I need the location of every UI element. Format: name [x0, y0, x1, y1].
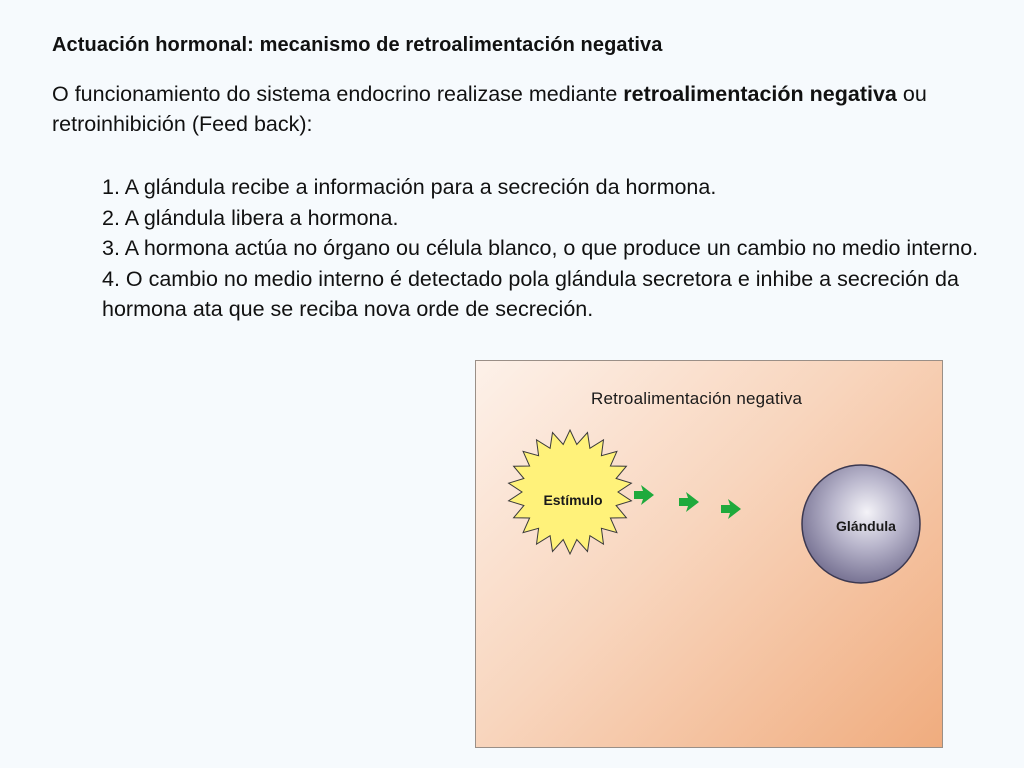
arrow-right-icon [721, 499, 741, 519]
feedback-diagram: Retroalimentación negativa Estímulo [475, 360, 943, 748]
step-item: 2. A glándula libera a hormona. [102, 205, 399, 230]
step-item: 4. O cambio no medio interno é detectado… [102, 266, 959, 322]
diagram-title: Retroalimentación negativa [591, 389, 803, 408]
step-item: 3. A hormona actúa no órgano ou célula b… [102, 236, 979, 260]
arrow-right-icon [634, 485, 654, 505]
steps-list: 1. A glándula recibe a información para … [102, 172, 982, 325]
gland-label: Glándula [836, 518, 896, 534]
arrow-right-icon [679, 492, 699, 512]
intro-bold-text: retroalimentación negativa [623, 82, 897, 106]
intro-text-after: ou retroinhibición (Feed back): [52, 82, 927, 136]
diagram-canvas: Estímulo Glándula [507, 428, 921, 584]
intro-text-before: O funcionamiento do sistema endocrino re… [52, 82, 624, 106]
intro-paragraph: O funcionamiento do sistema endocrino re… [52, 79, 972, 139]
slide-title: Actuación hormonal: mecanismo de retroal… [52, 34, 663, 56]
starburst-icon [507, 428, 633, 556]
stimulus-label: Estímulo [543, 492, 602, 508]
step-item: 1. A glándula recibe a información para … [102, 175, 717, 199]
sphere-icon [801, 464, 921, 584]
